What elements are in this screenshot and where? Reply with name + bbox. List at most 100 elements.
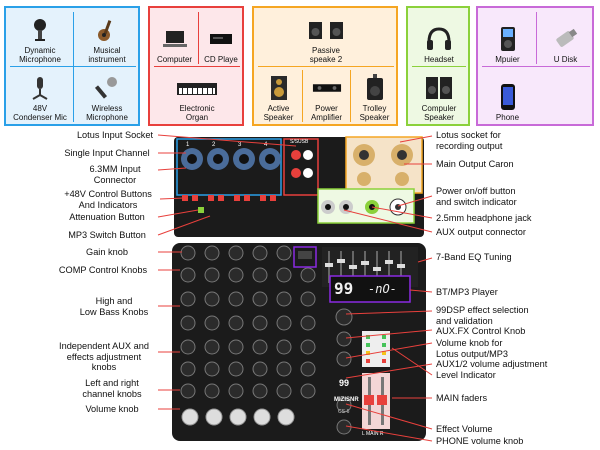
device-label: Passive speake 2 (309, 46, 343, 64)
device-label: Compuler Speaker (421, 104, 457, 122)
mic-device-group: Dynamic Microphone Musical instrument 48… (4, 6, 140, 126)
mixer-knob[interactable] (300, 383, 316, 399)
mixer-knob[interactable] (228, 383, 244, 399)
player-device-group: Computer CD Playe Electronic Organ (148, 6, 244, 126)
callout-48v-buttons: +48V Control Buttons And Indicators (64, 189, 152, 210)
callout-6-3mm-input: 6.3MM Input Connector (89, 164, 141, 185)
volume-knob[interactable] (277, 408, 295, 426)
callout-aux-fx-knob: AUX.FX Control Knob (436, 326, 526, 336)
mixer-knob[interactable] (204, 383, 220, 399)
mixer-knob[interactable] (300, 291, 316, 307)
volume-knob[interactable] (253, 408, 271, 426)
callout-headphone-jack: 2.5mm headphone jack (436, 213, 532, 223)
mixer-knob[interactable] (252, 267, 268, 283)
power-amplifier-item: Power Amplifier (304, 70, 349, 122)
mixer-knob[interactable] (180, 383, 196, 399)
callout-gain-knob: Gain knob (86, 247, 128, 257)
dsp-badge: 99 (339, 378, 350, 388)
headset-item: Headset (410, 12, 468, 64)
mixer-knob[interactable] (204, 361, 220, 377)
callout-bass-knobs: High and Low Bass Knobs (79, 296, 149, 317)
callout-aux-effects: Independent AUX and effects adjustment k… (59, 341, 149, 372)
mixer-knob[interactable] (204, 291, 220, 307)
device-label: Mpuier (495, 55, 520, 64)
channel-number-1: 1 (186, 142, 190, 148)
device-label: Electronic Organ (179, 104, 215, 122)
mixer-knob[interactable] (276, 315, 292, 331)
callout-level-indicator: Level Indicator (436, 370, 496, 380)
wireless-mic-icon (92, 75, 122, 101)
callout-aux-volume: AUX1/2 volume adjustment (436, 359, 548, 369)
fader-label: L MAIN R (362, 431, 384, 437)
mixer-knob[interactable] (252, 315, 268, 331)
mixer-knob[interactable] (180, 245, 196, 261)
mixer-knob[interactable] (276, 383, 292, 399)
mixer-knob[interactable] (300, 339, 316, 355)
mixer-knob[interactable] (300, 315, 316, 331)
mixer-knob[interactable] (180, 361, 196, 377)
mixer-knob[interactable] (228, 291, 244, 307)
model-text: MIZISNR (334, 397, 359, 403)
mixer-knob[interactable] (276, 245, 292, 261)
callout-main-output: Main Output Caron (436, 159, 514, 169)
device-label: 48V Condenser Mic (13, 104, 67, 122)
amplifier-icon (312, 75, 342, 101)
mixer-knob[interactable] (204, 267, 220, 283)
electronic-organ-item: Electronic Organ (152, 70, 242, 122)
mixer-knob[interactable] (300, 361, 316, 377)
active-speaker-item: Active Speaker (256, 70, 301, 122)
usb-drive-icon (551, 26, 581, 52)
dynamic-microphone-item: Dynamic Microphone (8, 12, 72, 64)
mixer-knob[interactable] (276, 291, 292, 307)
device-label: Headset (424, 55, 454, 64)
mixer-knob[interactable] (228, 339, 244, 355)
model-sub: CS-6 (338, 409, 350, 415)
combo-jacks (181, 148, 281, 170)
active-speaker-icon (264, 75, 294, 101)
mixer-knob[interactable] (300, 267, 316, 283)
mixer-knob[interactable] (204, 339, 220, 355)
volume-knob[interactable] (205, 408, 223, 426)
mixer-knob[interactable] (276, 339, 292, 355)
callout-bt-mp3: BT/MP3 Player (436, 287, 498, 297)
callout-mp3-switch: MP3 Switch Button (68, 230, 146, 240)
callout-main-faders: MAIN faders (436, 393, 488, 403)
mixer-knob[interactable] (228, 267, 244, 283)
volume-knob[interactable] (229, 408, 247, 426)
condenser-mic-icon (25, 75, 55, 101)
mixer-knob[interactable] (252, 361, 268, 377)
mixer-knob[interactable] (252, 383, 268, 399)
callout-comp-knobs: COMP Control Knobs (58, 265, 148, 275)
device-label: U Disk (553, 55, 578, 64)
mixer-knob[interactable] (180, 291, 196, 307)
mixer-knob[interactable] (276, 267, 292, 283)
mixer-knob[interactable] (276, 361, 292, 377)
device-label: Musical instrument (88, 46, 126, 64)
wireless-microphone-item: Wireless Microphone (75, 70, 139, 122)
callout-lotus-input-socket: Lotus Input Socket (76, 130, 154, 140)
audio-mixer: 1 2 3 4 S/SUSB 99 -nO- 99 MIZISNR CS-6 L… (168, 133, 430, 445)
device-label: Active Speaker (263, 104, 294, 122)
phone-icon (493, 84, 523, 110)
mixer-knob[interactable] (228, 315, 244, 331)
mixer-knob[interactable] (252, 245, 268, 261)
mixer-knob[interactable] (180, 339, 196, 355)
callout-aux-output: AUX output connector (436, 227, 526, 237)
monitor-device-group: Headset Compuler Speaker (406, 6, 470, 126)
mixer-knob[interactable] (180, 267, 196, 283)
volume-knob[interactable] (181, 408, 199, 426)
condenser-mic-item: 48V Condenser Mic (8, 70, 72, 122)
display-left-digits: 99 (334, 279, 354, 298)
musical-instrument-item: Musical instrument (75, 12, 139, 64)
mixer-knob[interactable] (180, 315, 196, 331)
cd-player-icon (206, 26, 236, 52)
usb-disk-item: U Disk (538, 12, 593, 64)
device-label: Computer (156, 55, 193, 64)
mixer-knob[interactable] (252, 339, 268, 355)
passive-speaker-icon (306, 17, 346, 43)
mixer-knob[interactable] (204, 245, 220, 261)
mixer-knob[interactable] (228, 361, 244, 377)
mixer-knob[interactable] (204, 315, 220, 331)
mixer-knob[interactable] (228, 245, 244, 261)
mixer-knob[interactable] (252, 291, 268, 307)
